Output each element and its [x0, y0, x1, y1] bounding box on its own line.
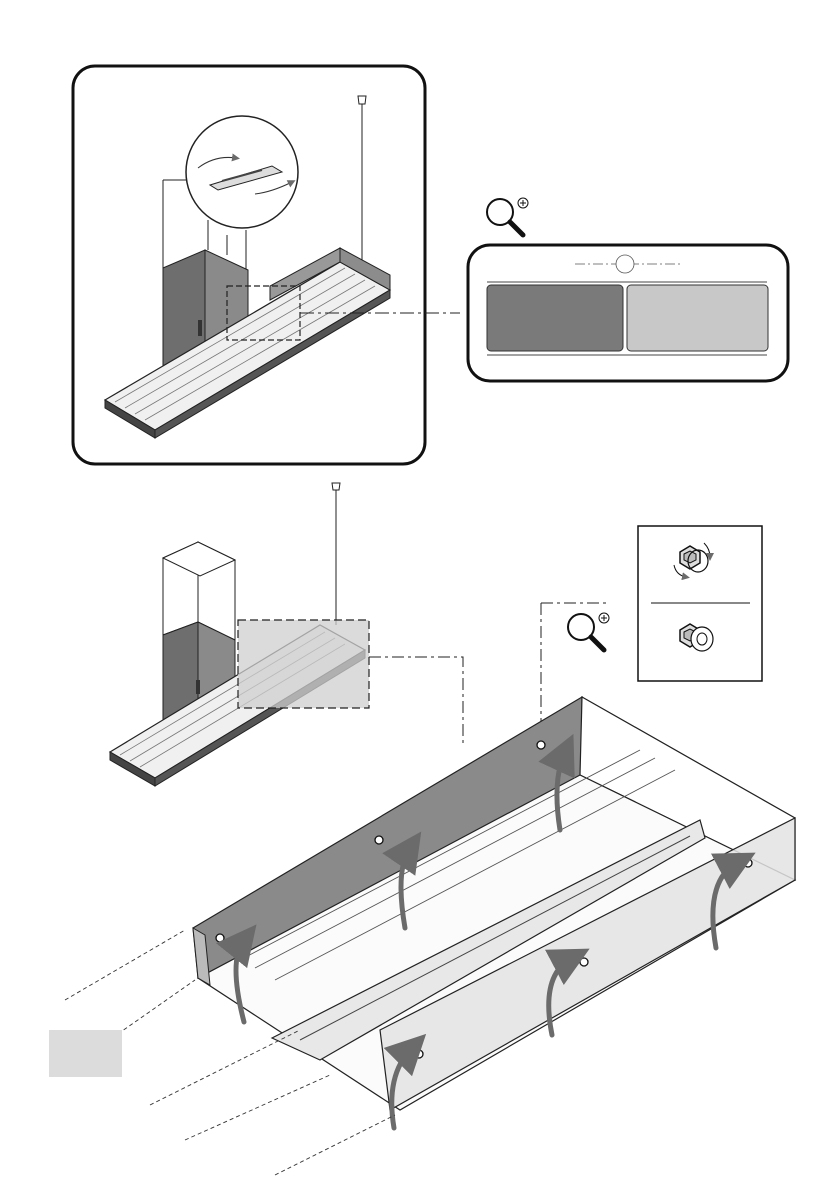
screw-point — [580, 958, 588, 966]
magnifier-plus-icon — [487, 198, 528, 235]
detail-highlight-box — [238, 620, 369, 708]
overview-panel — [73, 66, 460, 464]
screw-point — [415, 1050, 423, 1058]
screw-point — [744, 859, 752, 867]
hood-enlarged — [193, 697, 795, 1128]
screw-point — [216, 934, 224, 942]
screw-point — [537, 741, 545, 749]
screw-legend-panel — [638, 526, 762, 681]
dark-panel-section — [487, 285, 623, 351]
detail-panel — [468, 245, 788, 381]
light-panel-section — [627, 285, 768, 351]
screw-point — [375, 836, 383, 844]
page-tab — [49, 1030, 122, 1077]
hood-overview-small — [110, 483, 463, 786]
magnifier-plus-icon — [568, 613, 609, 650]
